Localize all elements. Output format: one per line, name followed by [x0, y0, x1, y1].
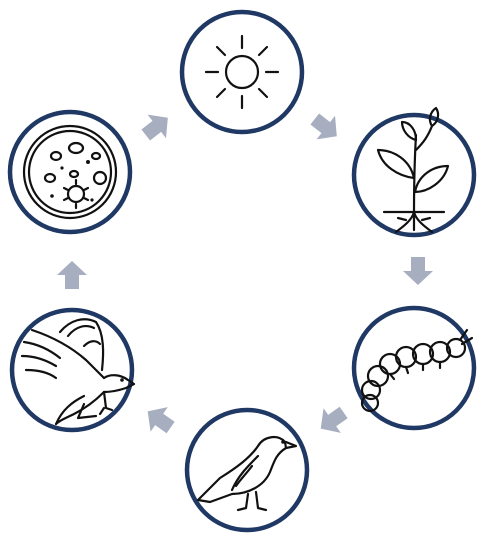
- arrow-eagle-to-decomposers: [57, 261, 87, 289]
- microbe-dot: [90, 198, 93, 201]
- bird-node-ring: [187, 410, 307, 530]
- plant-node: [354, 108, 474, 235]
- bird-node: [187, 410, 307, 530]
- microbe-dot: [50, 194, 54, 198]
- arrow-bird-to-eagle: [139, 399, 179, 440]
- eagle-eye: [120, 378, 124, 382]
- arrow-plant-to-caterpillar: [403, 257, 433, 285]
- sun-node-ring: [182, 12, 302, 132]
- eagle-node: [12, 310, 134, 430]
- decomposers-node: [10, 112, 130, 232]
- bird-eye: [281, 440, 285, 444]
- microbe-dot: [60, 166, 63, 169]
- arrow-decomposers-to-sun: [137, 106, 178, 147]
- sun-node: [182, 12, 302, 132]
- arrow-sun-to-plant: [306, 107, 347, 148]
- arrow-caterpillar-to-bird: [312, 400, 352, 441]
- microbe-dot: [86, 160, 90, 164]
- caterpillar-node: [354, 308, 474, 428]
